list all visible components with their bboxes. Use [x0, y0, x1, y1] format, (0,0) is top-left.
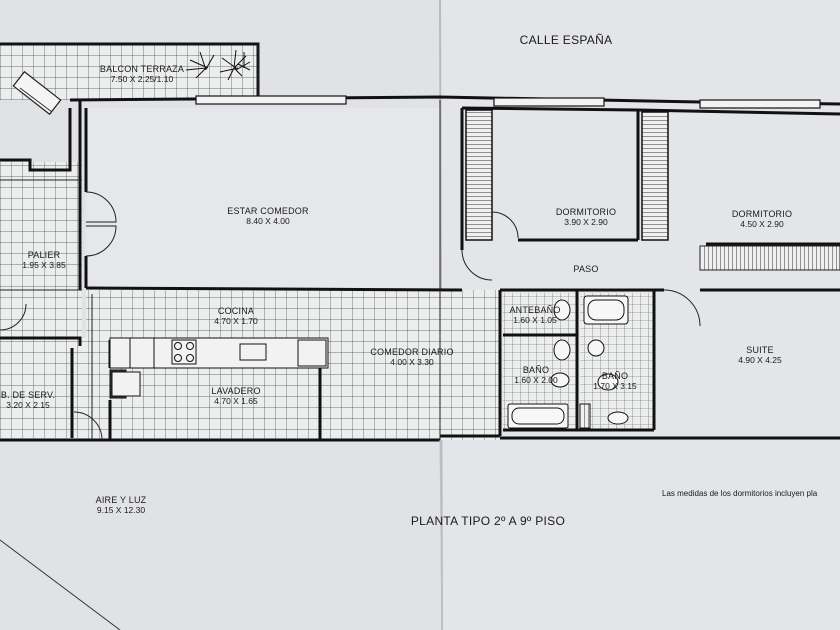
lounge-chair — [12, 70, 62, 116]
room-bano-1: BAÑO 1.60 X 2.00 — [514, 365, 557, 385]
daily-dining-tiles — [320, 290, 500, 440]
room-dimensions: 4.70 X 1.70 — [214, 316, 258, 326]
doors — [0, 191, 701, 441]
plan-title: PLANTA TIPO 2º A 9º PISO — [410, 514, 566, 528]
room-dimensions: 9.15 X 12.30 — [96, 505, 146, 515]
light-well-diagonal — [0, 539, 121, 630]
street-label: CALLE ESPAÑA — [519, 33, 613, 47]
room-name: DORMITORIO — [731, 209, 793, 219]
room-dimensions: 4.50 X 2.90 — [740, 219, 784, 229]
room-bano-2: BAÑO 1.70 X 3.15 — [593, 371, 636, 391]
room-dimensions: 1.60 X 1.05 — [513, 315, 557, 325]
room-name: BAÑO — [522, 365, 550, 375]
windows — [195, 95, 821, 109]
room-name: B. DE SERV. — [0, 390, 56, 400]
room-balcon-terraza: BALCON TERRAZA 7.50 X 2.25/1.10 — [100, 64, 184, 84]
room-dormitorio-1: DORMITORIO 3.90 X 2.90 — [556, 207, 616, 227]
room-estar-comedor: ESTAR COMEDOR 8.40 X 4.00 — [227, 206, 308, 226]
dimension-note: Las medidas de los dormitorios incluyen … — [662, 489, 818, 498]
room-name: PASO — [573, 264, 599, 274]
room-dormitorio-2: DORMITORIO 4.50 X 2.90 — [732, 209, 792, 229]
room-dimensions: 7.50 X 2.25/1.10 — [110, 74, 174, 84]
room-name: AIRE Y LUZ — [95, 495, 147, 505]
room-name: DORMITORIO — [555, 207, 617, 217]
room-name: LAVADERO — [211, 386, 261, 396]
room-name: BAÑO — [601, 371, 629, 381]
room-comedor-diario: COMEDOR DIARIO 4.00 X 3.30 — [370, 347, 453, 367]
room-paso: PASO — [573, 264, 598, 274]
kitchen-fixtures — [109, 337, 329, 399]
closet-bedroom-2 — [641, 111, 669, 241]
room-dimensions: 3.20 X 2.15 — [6, 400, 50, 410]
room-name: ANTEBAÑO — [509, 305, 561, 315]
room-name: COMEDOR DIARIO — [370, 347, 454, 357]
room-suite: SUITE 4.90 X 4.25 — [738, 345, 781, 365]
room-dimensions: 4.00 X 3.30 — [390, 357, 434, 367]
room-name: COCINA — [217, 306, 255, 316]
room-name: SUITE — [746, 345, 774, 355]
room-dimensions: 4.70 X 1.65 — [214, 396, 258, 406]
closet-bedroom-1 — [465, 109, 493, 241]
palier-tiles — [0, 162, 82, 338]
room-name: PALIER — [27, 250, 61, 260]
room-antebano: ANTEBAÑO 1.60 X 1.05 — [509, 305, 560, 325]
room-cocina: COCINA 4.70 X 1.70 — [214, 306, 257, 326]
room-name: ESTAR COMEDOR — [227, 206, 309, 216]
room-lavadero: LAVADERO 4.70 X 1.65 — [211, 386, 260, 406]
area-aire-y-luz: AIRE Y LUZ 9.15 X 12.30 — [96, 495, 147, 515]
room-palier: PALIER 1.95 X 3.85 — [22, 250, 65, 270]
living-room-floor — [86, 108, 440, 288]
light-well-right-edge — [439, 439, 443, 630]
room-dimensions: 1.95 X 3.85 — [22, 260, 66, 270]
room-name: BALCON TERRAZA — [99, 64, 185, 74]
balcony-plant — [185, 49, 251, 81]
room-dimensions: 3.90 X 2.90 — [564, 217, 608, 227]
bath-fixtures — [507, 295, 629, 429]
room-dimensions: 1.70 X 3.15 — [593, 381, 637, 391]
room-bano-servicio: B. DE SERV. 3.20 X 2.15 — [1, 390, 55, 410]
room-dimensions: 8.40 X 4.00 — [246, 216, 290, 226]
secondary-lines — [0, 44, 840, 440]
room-dimensions: 4.90 X 4.25 — [738, 355, 782, 365]
room-dimensions: 1.60 X 2.00 — [514, 375, 558, 385]
